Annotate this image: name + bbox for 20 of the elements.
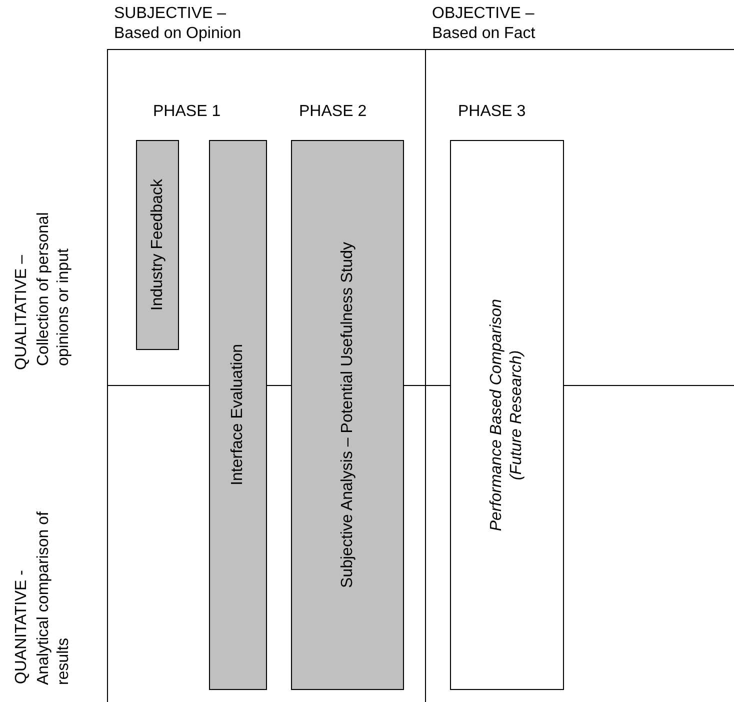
column-heading: SUBJECTIVE –: [114, 4, 226, 24]
phase-heading: PHASE 1: [153, 102, 221, 122]
phase-bar: [450, 140, 564, 690]
row-subheading: Analytical comparison of results: [34, 510, 73, 685]
bar-text: (Future Research): [507, 350, 526, 480]
phase-bar: [136, 140, 179, 350]
column-heading: OBJECTIVE –: [432, 4, 534, 24]
phase-bar: [209, 140, 267, 690]
row-subheading: Collection of personal opinions or input: [34, 211, 73, 366]
column-subheading: Based on Fact: [432, 24, 536, 44]
row-heading: QUALITATIVE –: [12, 255, 31, 370]
phase-bar: [291, 140, 404, 690]
bar-text: Subjective Analysis – Potential Usefulness Study: [338, 242, 356, 588]
bar-text: Industry Feedback: [148, 179, 166, 311]
phase-heading: PHASE 2: [299, 102, 367, 122]
column-subheading: Based on Opinion: [114, 24, 242, 44]
bar-text: Interface Evaluation: [228, 344, 247, 486]
bar-text: Performance Based Comparison: [487, 298, 506, 532]
row-heading: QUANITATIVE -: [12, 570, 31, 684]
phase-heading: PHASE 3: [458, 102, 526, 122]
